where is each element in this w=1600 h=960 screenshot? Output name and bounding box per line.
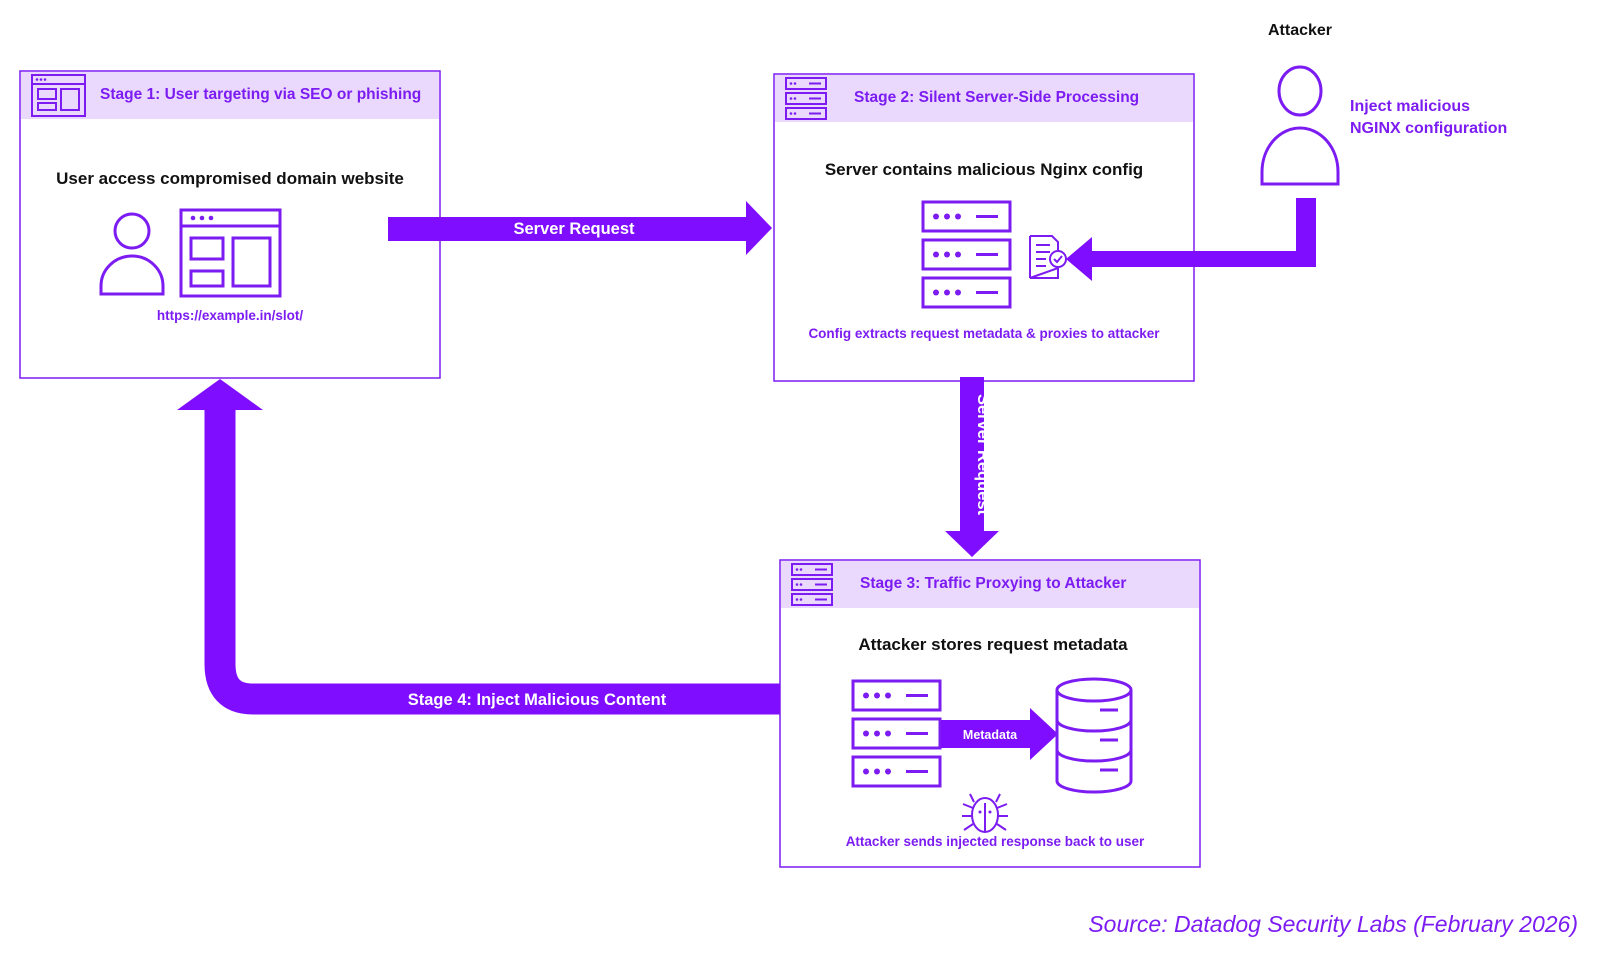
attacker-label: Attacker — [1268, 22, 1332, 39]
stage2-header — [775, 75, 1193, 122]
server-request-arrow-vertical: Server Request — [945, 377, 999, 557]
metadata-label: Metadata — [963, 728, 1018, 742]
server-rack-icon — [791, 563, 833, 606]
browser-window-icon — [31, 74, 86, 117]
attacker: Attacker Inject malicious NGINX configur… — [1260, 22, 1507, 186]
server-icon — [851, 679, 942, 788]
attacker-inject-arrow — [1066, 198, 1316, 281]
bug-icon — [962, 793, 1008, 833]
server-rack-icon — [785, 77, 827, 120]
stage3-header — [781, 561, 1199, 608]
stage3-box: Stage 3: Traffic Proxying to Attacker At… — [779, 559, 1201, 868]
attacker-note-line2: NGINX configuration — [1350, 120, 1507, 137]
stage4-label: Stage 4: Inject Malicious Content — [408, 691, 667, 709]
server-request-label-vertical: Server Request — [974, 394, 992, 516]
server-request-arrow-horizontal: Server Request — [388, 201, 772, 255]
source-credit: Source: Datadog Security Labs (February … — [1088, 911, 1578, 937]
metadata-arrow: Metadata — [941, 708, 1058, 760]
stage2-title: Stage 2: Silent Server-Side Processing — [854, 89, 1139, 106]
stage3-title: Stage 3: Traffic Proxying to Attacker — [860, 575, 1126, 592]
stage1-box: Stage 1: User targeting via SEO or phish… — [19, 70, 441, 379]
database-icon — [1055, 677, 1133, 794]
user-icon — [99, 212, 165, 296]
server-icon — [921, 200, 1012, 309]
stage2-note: Config extracts request metadata & proxi… — [808, 326, 1160, 341]
stage1-title: Stage 1: User targeting via SEO or phish… — [100, 86, 421, 103]
stage4-return-arrow: Stage 4: Inject Malicious Content — [177, 379, 780, 715]
attacker-user-icon — [1260, 65, 1340, 186]
server-request-label-horizontal: Server Request — [513, 220, 635, 238]
stage2-box: Stage 2: Silent Server-Side Processing S… — [773, 73, 1195, 382]
stage1-header — [21, 72, 439, 119]
stage3-note: Attacker sends injected response back to… — [846, 834, 1145, 849]
stage1-url: https://example.in/slot/ — [157, 308, 304, 323]
config-file-icon — [1029, 235, 1067, 279]
attacker-note-line1: Inject malicious — [1350, 98, 1470, 115]
stage3-heading: Attacker stores request metadata — [858, 635, 1128, 654]
stage1-heading: User access compromised domain website — [56, 169, 404, 188]
website-icon — [179, 208, 282, 298]
stage2-heading: Server contains malicious Nginx config — [825, 160, 1143, 179]
